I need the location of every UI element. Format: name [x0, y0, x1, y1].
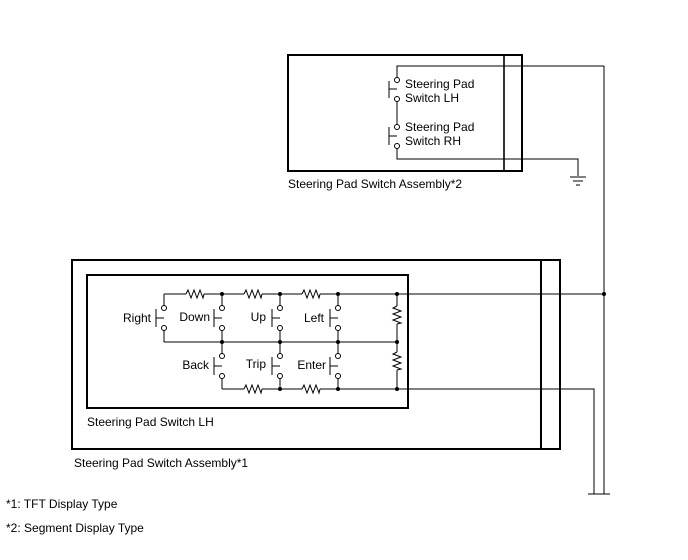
switch-lh-label-line2: Switch LH	[405, 91, 459, 105]
assembly-2-title: Steering Pad Switch Assembly*2	[288, 177, 462, 191]
button-label-right: Right	[123, 311, 152, 325]
switch-right-symbol	[155, 305, 167, 331]
inner-switch-lh-frame	[86, 274, 409, 409]
button-label-left: Left	[304, 311, 325, 325]
junction-nodes	[220, 292, 399, 391]
switch-rh-label-line1: Steering Pad	[405, 120, 474, 134]
ground-icon	[570, 176, 586, 186]
assembly-2-frame	[287, 54, 523, 172]
resistor-icon	[243, 288, 263, 300]
switch-rh-label-line2: Switch RH	[405, 134, 461, 148]
assembly-2-ground-wire	[396, 146, 579, 176]
resistor-icon	[243, 383, 263, 395]
switch-lh-symbol	[388, 77, 400, 102]
resistor-icon	[391, 351, 403, 371]
ground-bus-wire	[397, 388, 595, 494]
button-label-up: Up	[251, 310, 267, 324]
switch-lh-label-line1: Steering Pad	[405, 77, 474, 91]
footnote-2: *2: Segment Display Type	[6, 521, 144, 535]
assembly-1-frame	[71, 259, 561, 450]
resistor-icon	[185, 288, 205, 300]
switch-left-symbol	[329, 305, 341, 331]
button-label-enter: Enter	[297, 358, 326, 372]
assembly-1-title: Steering Pad Switch Assembly*1	[74, 456, 248, 470]
button-label-trip: Trip	[246, 357, 267, 371]
resistor-icon	[391, 305, 403, 325]
button-label-back: Back	[182, 358, 210, 372]
footnote-1: *1: TFT Display Type	[6, 497, 118, 511]
switch-rh-symbol	[388, 124, 400, 149]
assembly-2-signal-wire	[396, 65, 604, 80]
switch-trip-symbol	[271, 353, 283, 379]
resistor-icon	[301, 383, 321, 395]
button-label-down: Down	[179, 310, 210, 324]
resistor-icon	[301, 288, 321, 300]
assembly-2: Steering Pad Switch LH Steering Pad Swit…	[287, 54, 604, 191]
assembly-1: Right Down Up Left Back Trip Enter Steer…	[71, 259, 604, 470]
switch-back-symbol	[213, 353, 225, 379]
switch-enter-symbol	[329, 353, 341, 379]
inner-switch-lh-title: Steering Pad Switch LH	[87, 415, 214, 429]
switch-up-symbol	[271, 305, 283, 331]
switch-down-symbol	[213, 305, 225, 331]
